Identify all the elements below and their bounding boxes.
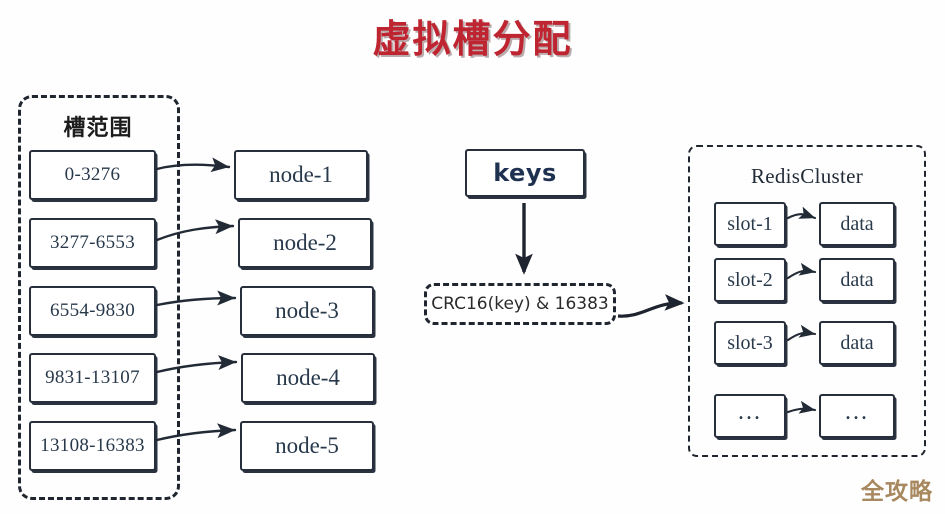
- slot-range-box-4[interactable]: 9831-13107: [29, 353, 156, 403]
- node-box-5[interactable]: node-5: [240, 421, 374, 471]
- keys-box[interactable]: keys: [465, 149, 585, 197]
- cluster-data-box-3[interactable]: data: [819, 321, 895, 365]
- watermark: 全攻略: [861, 479, 933, 505]
- cluster-data-box-2[interactable]: data: [819, 258, 895, 302]
- cluster-slot-box-more[interactable]: ...: [714, 394, 786, 438]
- arrow-crc-to-cluster: [617, 294, 685, 318]
- page-title: 虚拟槽分配: [372, 17, 573, 61]
- cluster-slot-box-1[interactable]: slot-1: [714, 202, 786, 246]
- rediscluster-group: [688, 145, 926, 457]
- cluster-slot-box-2[interactable]: slot-2: [714, 258, 786, 302]
- cluster-data-box-1[interactable]: data: [819, 202, 895, 246]
- rediscluster-group-label: RedisCluster: [750, 164, 864, 188]
- node-box-2[interactable]: node-2: [238, 218, 372, 268]
- slot-range-box-3[interactable]: 6554-9830: [29, 286, 156, 336]
- cluster-slot-box-3[interactable]: slot-3: [714, 321, 786, 365]
- node-box-4[interactable]: node-4: [241, 353, 375, 403]
- crc-hash-box[interactable]: CRC16(key) & 16383: [424, 283, 616, 325]
- node-box-1[interactable]: node-1: [234, 150, 368, 200]
- slot-range-group-label: 槽范围: [63, 116, 133, 141]
- node-box-3[interactable]: node-3: [240, 286, 374, 336]
- slot-range-box-1[interactable]: 0-3276: [29, 150, 156, 200]
- slot-range-box-2[interactable]: 3277-6553: [29, 218, 156, 268]
- cluster-data-box-more[interactable]: ...: [819, 394, 895, 438]
- slot-range-box-5[interactable]: 13108-16383: [29, 421, 156, 471]
